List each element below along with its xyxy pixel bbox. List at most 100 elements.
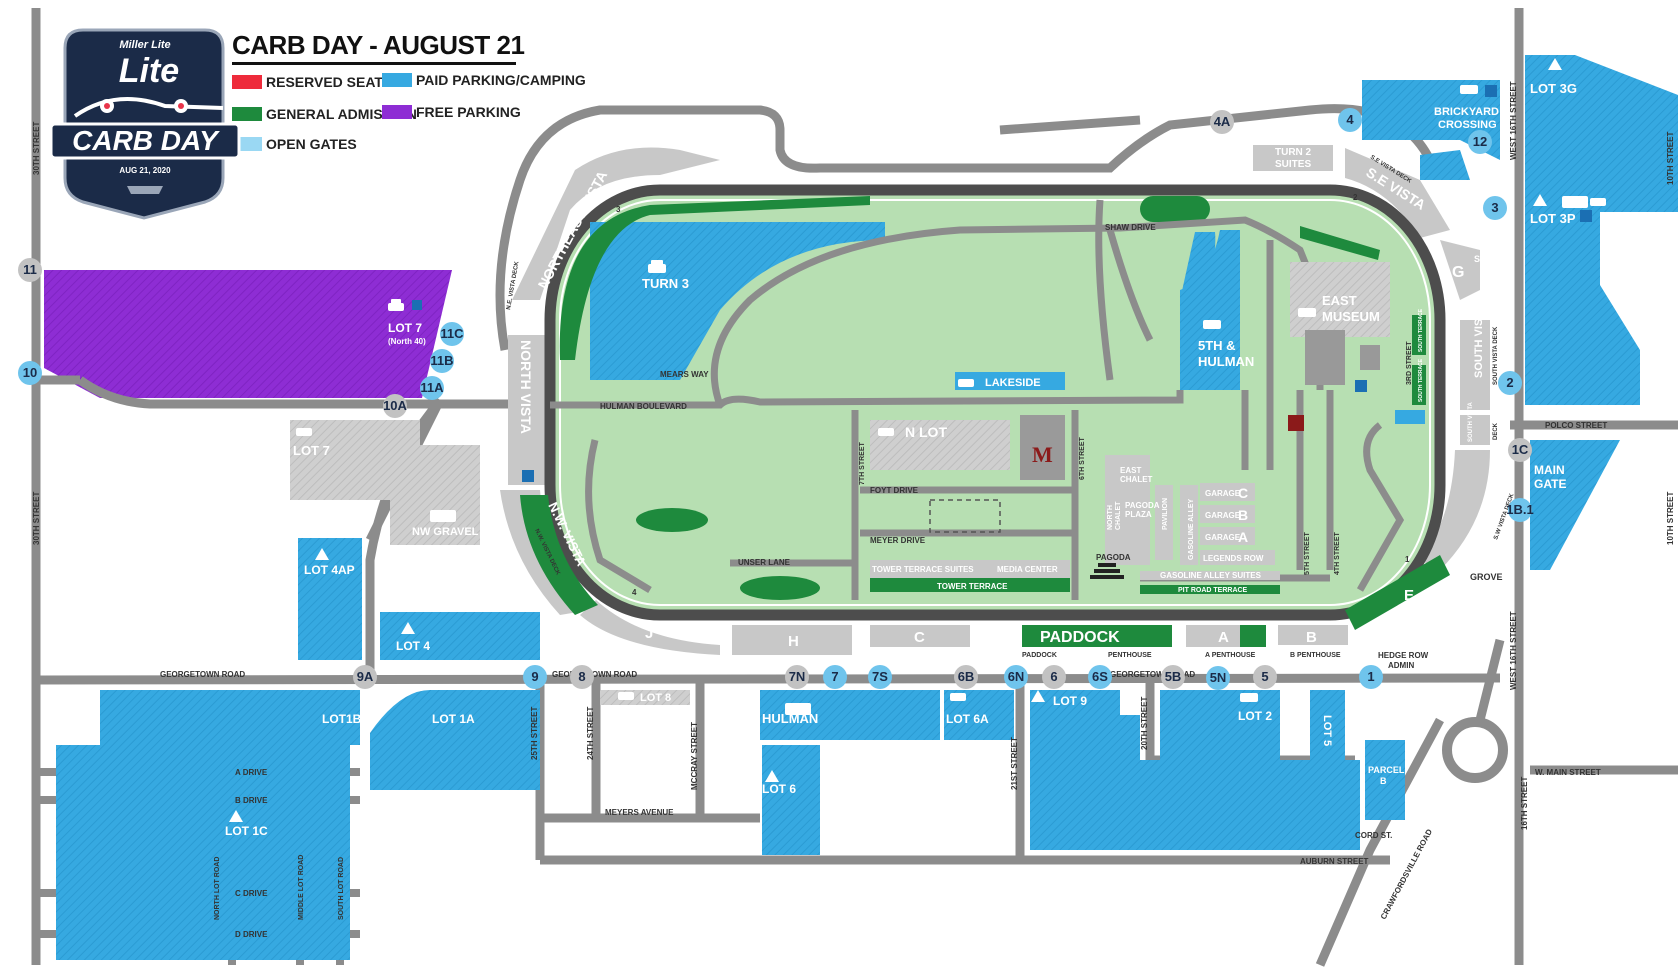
lot-hulman[interactable] [760,690,940,740]
north-vista-stand[interactable] [508,335,545,485]
south-vista-stand[interactable] [1460,320,1490,410]
garage-a-block[interactable] [1200,527,1255,545]
stand-c[interactable] [870,625,970,647]
south-terrace-1[interactable] [1412,315,1426,355]
gas-alley-suites-block[interactable] [1140,571,1280,580]
a-stand-ga[interactable] [1240,625,1266,647]
gate-markers: 1 1B.1 1C 2 3 4 4A 5 5B 5N 6 6B 6N 6S 7 7N 7S 8 9 9A 10 10A 11… [18,108,1534,690]
fifth-hulman-lot[interactable] [1180,230,1240,390]
main-gate-lot[interactable] [1530,440,1620,570]
gate-7s[interactable]: 7S [868,665,892,689]
ga-turn1-mound[interactable] [1140,196,1210,222]
n-lot[interactable] [870,420,1010,470]
gate-4a[interactable]: 4A [1210,110,1234,134]
gate-4[interactable]: 4 [1338,108,1362,132]
gate-6b[interactable]: 6B [954,665,978,689]
pit-road-terrace[interactable] [1140,585,1280,594]
lot-7-north-sub: (North 40) [388,337,426,346]
free-parking-lot7-north40[interactable] [44,270,452,398]
gate-8[interactable]: 8 [570,665,594,689]
lakeside-lot[interactable] [955,372,1065,390]
lot-4ap[interactable] [298,538,362,660]
stand-b[interactable] [1278,625,1348,645]
gate-7n[interactable]: 7N [785,665,809,689]
gate-7[interactable]: 7 [823,665,847,689]
parcel-b[interactable] [1365,740,1405,820]
lot-6a[interactable] [944,690,1014,740]
lot-3p[interactable] [1525,190,1640,405]
lot-9[interactable] [1030,690,1360,850]
lot-3-strip[interactable] [1420,150,1470,180]
gate-1c[interactable]: 1C [1508,438,1532,462]
lot-3g[interactable] [1525,55,1678,212]
se-vista-stand[interactable] [1345,148,1450,238]
gate-1b-1[interactable]: 1B.1 [1506,498,1534,522]
ne-vista-deck-label: N.E. VISTA DECK [506,260,521,310]
paddock-ga[interactable] [1022,625,1172,647]
legends-row-block[interactable] [1200,550,1275,565]
garage-c-block[interactable] [1200,483,1255,501]
gate-3[interactable]: 3 [1483,196,1507,220]
tower-terrace-suites[interactable] [870,560,1070,578]
turn-2-suites[interactable] [1253,145,1333,171]
gate-label: 9 [531,669,538,684]
east-museum[interactable] [1290,262,1390,337]
gate-11[interactable]: 11 [18,258,42,282]
gate-10[interactable]: 10 [18,361,42,385]
pavilion-block[interactable] [1155,485,1173,560]
lot-4ap-label: LOT 4AP [304,563,355,577]
stand-j[interactable] [580,600,720,655]
gate-label: 3 [1491,200,1498,215]
gate-10a[interactable]: 10A [383,394,408,418]
lot-7[interactable] [290,420,420,500]
lot-1c[interactable] [56,745,350,960]
gate-11b[interactable]: 11B [430,349,454,373]
gate-6[interactable]: 6 [1042,665,1066,689]
gate-2[interactable]: 2 [1498,371,1522,395]
lot-1b[interactable] [100,690,360,745]
ga-unser-mound[interactable] [740,576,820,600]
stand-h[interactable] [732,625,852,655]
sw-vista-stand[interactable] [1420,450,1490,570]
n-lot-label: N LOT [905,424,947,440]
ga-turn2[interactable] [1300,226,1380,260]
brickyard-label-2: CROSSING [1438,119,1497,131]
gate-9a[interactable]: 9A [353,665,377,689]
northeast-vista-stand[interactable] [512,147,720,301]
gate-6s[interactable]: 6S [1088,665,1112,689]
garage-b-block[interactable] [1200,505,1255,523]
e-stand-ga[interactable] [1345,555,1450,630]
lot-4[interactable] [380,612,540,660]
gate-11c[interactable]: 11C [440,322,464,346]
south-vista-deck-small[interactable] [1460,415,1490,445]
gate-5b[interactable]: 5B [1161,665,1185,689]
gate-12[interactable]: 12 [1468,130,1492,154]
g-stand[interactable] [1440,240,1480,300]
nw-gravel[interactable] [390,445,480,545]
gate-1[interactable]: 1 [1359,665,1383,689]
lot-5[interactable] [1310,690,1345,790]
map-title: CARB DAY - AUGUST 21 [232,30,525,60]
gate-6n[interactable]: 6N [1004,665,1028,689]
stand-h-label: H [788,633,799,650]
lot-1a[interactable] [370,690,540,790]
main-gate-label-1: MAIN [1534,463,1565,477]
stand-a-label: A [1218,629,1229,646]
turn-3-lot[interactable] [590,222,885,380]
gate-5[interactable]: 5 [1253,665,1277,689]
lot-2[interactable] [1160,690,1280,760]
gate-label: 1 [1367,669,1374,684]
ga-turn4-mound[interactable] [636,508,708,532]
gate-11a[interactable]: 11A [420,376,444,400]
brickyard-crossing[interactable] [1362,80,1500,160]
south-terrace-2[interactable] [1412,365,1426,405]
car-icon [950,693,966,701]
gate-5n[interactable]: 5N [1206,666,1230,690]
nw-vista-ga[interactable] [520,495,598,615]
lot-6[interactable] [762,745,820,855]
gasoline-alley-block[interactable] [1180,485,1198,565]
tower-terrace-ga[interactable] [870,578,1070,592]
legend-swatch [232,107,262,121]
east-chalet-block[interactable] [1105,455,1150,565]
gate-9[interactable]: 9 [523,665,547,689]
